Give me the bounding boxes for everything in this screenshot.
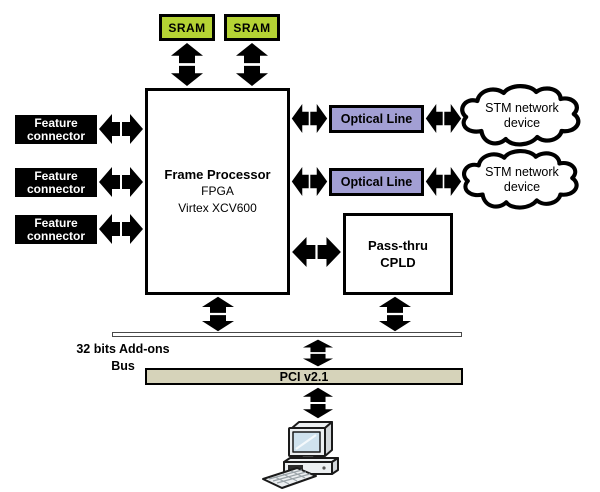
optical-line-block-1: Optical Line	[329, 105, 424, 133]
keyboard-key-columns	[274, 470, 306, 485]
fpga-part-number: Virtex XCV600	[178, 201, 257, 215]
stm-cloud-label: STM network	[485, 165, 559, 179]
feature-connector-block-3: Feature connector	[15, 215, 97, 244]
arrow-fpga-optical2	[291, 166, 328, 197]
sram-label: SRAM	[233, 20, 271, 35]
addons-bus-label-line2: Bus	[111, 359, 135, 373]
arrow-sram2-fpga	[235, 42, 269, 87]
arrow-optical1-cloud1	[425, 103, 462, 134]
stm-network-cloud-1: STM network device	[456, 84, 588, 148]
arrow-fpga-cpld	[291, 236, 342, 268]
addons-bus-label: 32 bits Add-ons Bus	[67, 341, 179, 375]
addons-bus-label-line1: 32 bits Add-ons	[76, 342, 170, 356]
cpld-label: Pass-thru	[368, 238, 428, 253]
sram-block-2: SRAM	[224, 14, 280, 41]
arrow-feature1-fpga	[98, 113, 144, 145]
feature-connector-label: connector	[26, 181, 85, 196]
stm-cloud-label: STM network	[485, 101, 559, 115]
screen-glare	[295, 434, 317, 450]
arrow-fpga-optical1	[291, 103, 328, 134]
pci-bus-bar: PCI v2.1	[145, 368, 463, 385]
feature-connector-label: Feature	[34, 215, 78, 230]
arrow-bus-pci	[302, 339, 334, 367]
feature-connector-label: connector	[26, 228, 85, 243]
cpld-label: CPLD	[380, 255, 416, 270]
monitor-side	[324, 421, 333, 457]
pass-thru-cpld-block: Pass-thru CPLD	[343, 213, 453, 295]
arrow-fpga-bus	[201, 296, 235, 332]
arrow-feature2-fpga	[98, 166, 144, 198]
arrow-pci-computer	[302, 387, 334, 419]
optical-line-label: Optical Line	[340, 175, 413, 189]
stm-cloud-label: device	[503, 116, 541, 130]
optical-line-label: Optical Line	[340, 112, 413, 126]
arrow-cpld-bus	[378, 296, 412, 332]
optical-line-block-2: Optical Line	[329, 168, 424, 196]
feature-connector-label: connector	[26, 128, 85, 143]
fpga-subtitle: FPGA	[201, 184, 234, 198]
arrow-sram1-fpga	[170, 42, 204, 87]
stm-network-cloud-2: STM network device	[458, 149, 586, 211]
frame-processor-fpga-block: Frame Processor FPGA Virtex XCV600	[145, 88, 290, 295]
sram-block-1: SRAM	[159, 14, 215, 41]
pci-label: PCI v2.1	[279, 369, 329, 384]
keyboard-key-rows	[268, 469, 311, 484]
arrow-feature3-fpga	[98, 213, 144, 245]
desktop-computer-icon	[262, 421, 339, 489]
stm-cloud-label: device	[503, 180, 541, 194]
sram-label: SRAM	[168, 20, 206, 35]
fpga-title: Frame Processor	[164, 167, 271, 182]
feature-connector-block-1: Feature connector	[15, 115, 97, 144]
case-power-button	[322, 466, 326, 470]
arrow-optical2-cloud2	[425, 166, 462, 197]
addons-bus-bar	[112, 332, 462, 337]
feature-connector-block-2: Feature connector	[15, 168, 97, 197]
feature-connector-label: Feature	[34, 115, 78, 130]
feature-connector-label: Feature	[34, 168, 78, 183]
